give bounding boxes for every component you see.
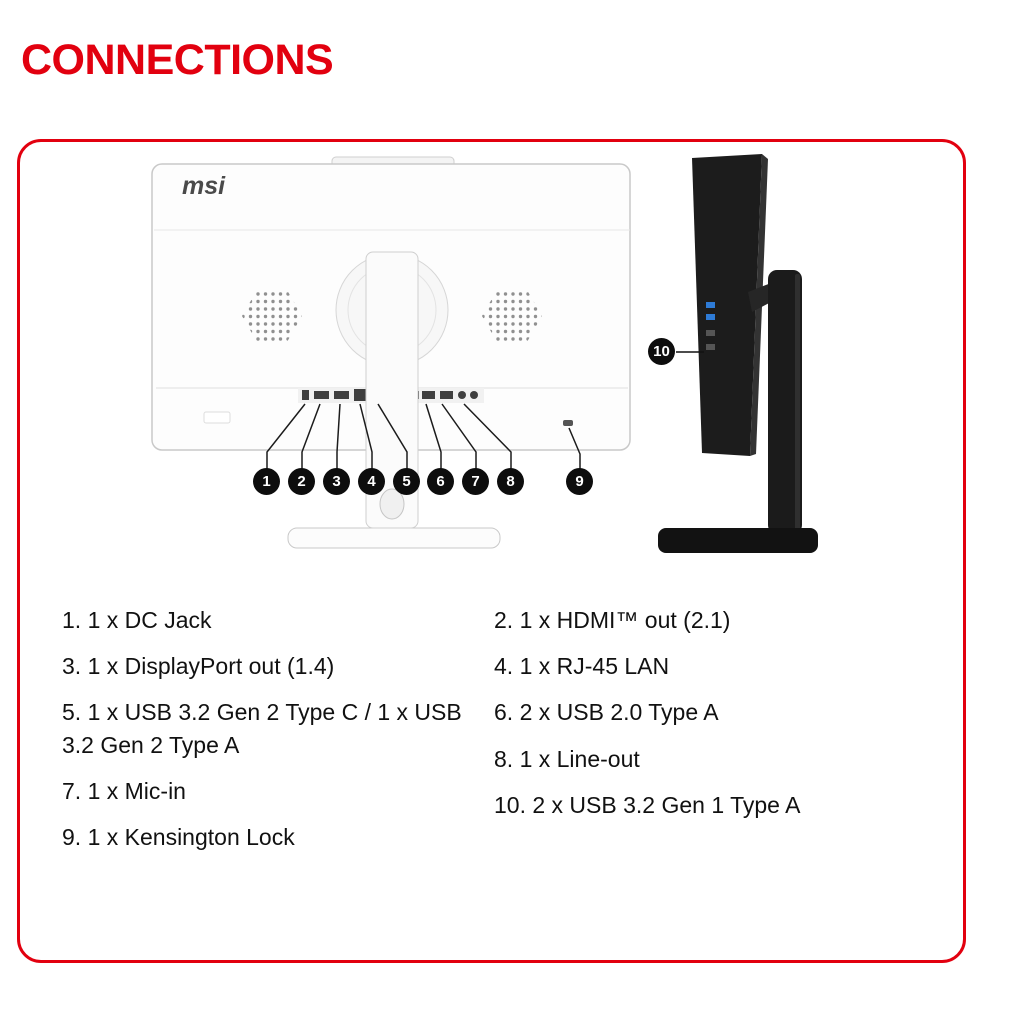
cable-hole [379,488,405,520]
aio-rear-view-illustration: msi [151,156,631,549]
speaker-grille-right [482,290,542,342]
connection-item-9: 9. 1 x Kensington Lock [62,823,295,850]
connection-item-8: 8. 1 x Line-out [494,745,640,772]
side-ports [706,302,715,350]
connection-item-1: 1. 1 x DC Jack [62,607,212,633]
connection-item-4: 4. 1 x RJ-45 LAN [494,653,670,680]
connections-list-right: 2. 1 x HDMI™ out (2.1) 4. 1 x RJ-45 LAN … [494,604,934,835]
stand-column-rear [365,251,419,529]
callout-4: 4 [358,468,385,495]
vent-label [203,411,231,424]
callout-6: 6 [427,468,454,495]
stand-base-rear [287,527,501,549]
brand-logo: msi [182,172,226,200]
callout-3: 3 [323,468,350,495]
page-title: CONNECTIONS [21,36,334,84]
kensington-slot [563,420,573,426]
speaker-grille-left [242,290,302,342]
callout-1: 1 [253,468,280,495]
callout-7: 7 [462,468,489,495]
callout-8: 8 [497,468,524,495]
connections-list-left: 1. 1 x DC Jack 3. 1 x DisplayPort out (1… [62,604,467,867]
stand-column-side [768,270,802,534]
connection-item-5: 5. 1 x USB 3.2 Gen 2 Type C / 1 x USB 3.… [62,699,462,758]
panel-side [692,154,762,456]
callout-2: 2 [288,468,315,495]
connection-item-10: 10. 2 x USB 3.2 Gen 1 Type A [494,791,801,818]
connection-item-2: 2. 1 x HDMI™ out (2.1) [494,607,731,633]
callout-10: 10 [648,338,675,365]
connection-item-6: 6. 2 x USB 2.0 Type A [494,699,719,726]
connection-item-3: 3. 1 x DisplayPort out (1.4) [62,653,335,680]
connection-item-7: 7. 1 x Mic-in [62,777,186,804]
stand-base-side [658,528,818,553]
callout-9: 9 [566,468,593,495]
callout-leader-lines [266,403,581,469]
callout-5: 5 [393,468,420,495]
aio-side-view-illustration [658,154,818,553]
